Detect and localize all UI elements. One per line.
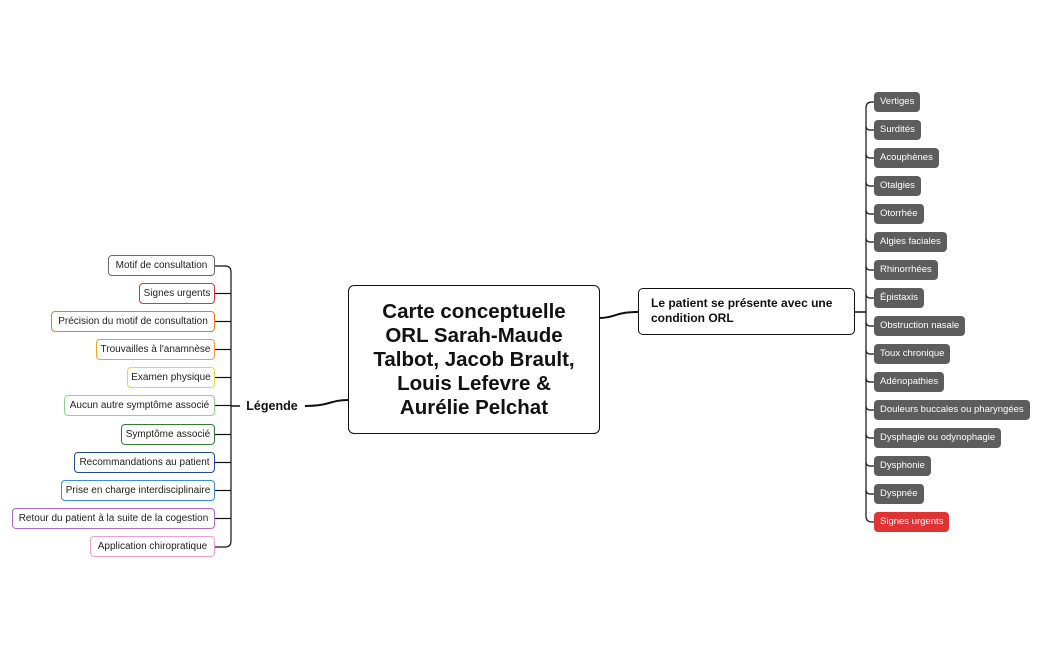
legend-item-examen[interactable]: Examen physique [127, 367, 215, 388]
branch-topic-condition-orl[interactable]: Le patient se présente avec une conditio… [638, 288, 855, 335]
legend-item-motif[interactable]: Motif de consultation [108, 255, 215, 276]
condition-acouphenes[interactable]: Acouphènes [874, 148, 939, 168]
condition-obstruction-nasale[interactable]: Obstruction nasale [874, 316, 966, 336]
central-topic-title: Carte conceptuelle ORL Sarah-Maude Talbo… [373, 299, 575, 419]
legend-title[interactable]: Légende [246, 399, 298, 413]
legend-item-aucun-autre[interactable]: Aucun autre symptôme associé [64, 395, 215, 416]
condition-dysphagie[interactable]: Dysphagie ou odynophagie [874, 428, 1002, 448]
condition-douleurs-buccales[interactable]: Douleurs buccales ou pharyngées [874, 400, 1030, 420]
condition-dysphonie[interactable]: Dysphonie [874, 456, 931, 476]
condition-algies-faciales[interactable]: Algies faciales [874, 232, 947, 252]
condition-otalgies[interactable]: Otalgies [874, 176, 921, 196]
condition-dyspnee[interactable]: Dyspnée [874, 484, 924, 504]
condition-rhinorrhees[interactable]: Rhinorrhées [874, 260, 938, 280]
condition-surdites[interactable]: Surdités [874, 120, 921, 140]
legend-item-precision[interactable]: Précision du motif de consultation [51, 311, 215, 332]
condition-signes-urgents[interactable]: Signes urgents [874, 512, 950, 532]
condition-toux-chronique[interactable]: Toux chronique [874, 344, 951, 364]
condition-epistaxis[interactable]: Épistaxis [874, 288, 925, 308]
legend-item-prise-en-charge[interactable]: Prise en charge interdisciplinaire [61, 480, 215, 501]
legend-item-recommandations[interactable]: Recommandations au patient [74, 452, 215, 473]
legend-item-retour[interactable]: Retour du patient à la suite de la coges… [12, 508, 215, 529]
condition-adenopathies[interactable]: Adénopathies [874, 372, 945, 392]
condition-vertiges[interactable]: Vertiges [874, 92, 921, 112]
legend-item-trouvailles[interactable]: Trouvailles à l'anamnèse [96, 339, 215, 360]
legend-item-application[interactable]: Application chiropratique [90, 536, 215, 557]
central-topic[interactable]: Carte conceptuelle ORL Sarah-Maude Talbo… [348, 285, 600, 434]
condition-otorrhee[interactable]: Otorrhée [874, 204, 924, 224]
legend-item-signes-urgents[interactable]: Signes urgents [139, 283, 215, 304]
legend-item-symptome-associe[interactable]: Symptôme associé [121, 424, 215, 445]
